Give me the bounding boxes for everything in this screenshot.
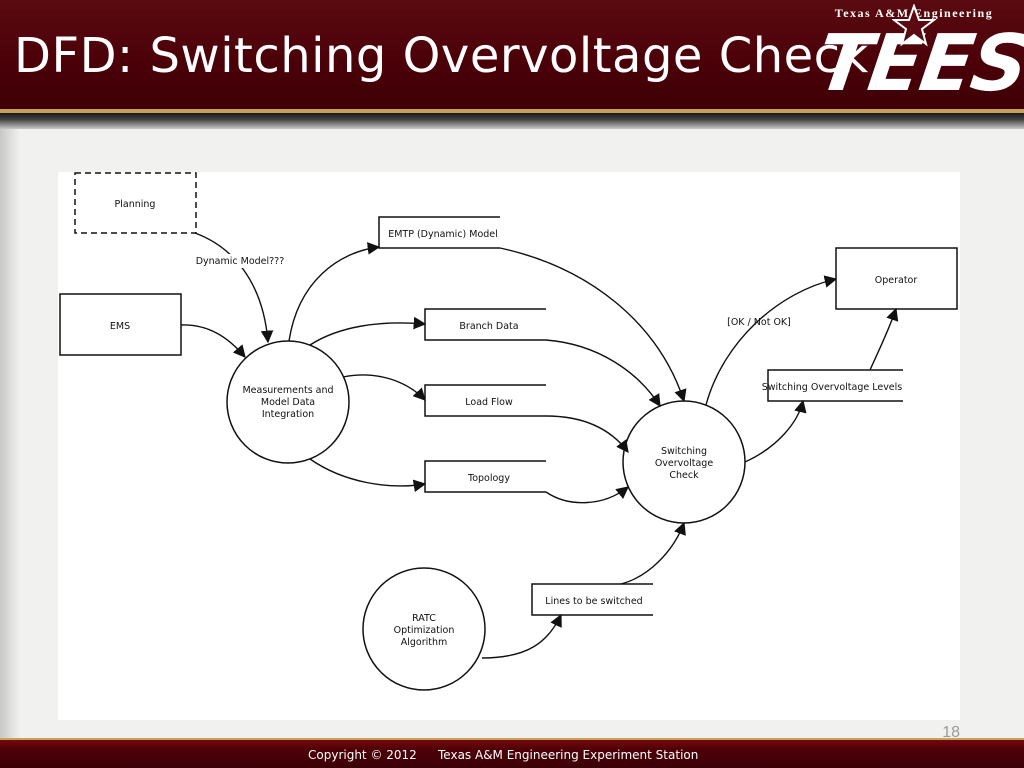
flow-levels-operator <box>869 307 899 371</box>
flow-integration-loadflow <box>342 374 426 401</box>
slide-edge <box>0 129 20 738</box>
flow-integration-topology <box>309 458 427 493</box>
dfd-svg: Planning EMS Operator Measurements and M… <box>59 172 958 691</box>
loadflow-store: Load Flow <box>424 384 546 417</box>
flow-switching-operator <box>705 275 838 406</box>
switching-check-process: Switching Overvoltage Check <box>622 400 746 524</box>
flow-ratc-lines <box>481 613 562 659</box>
star-icon <box>892 4 936 47</box>
page-number: 18 <box>942 724 960 741</box>
ok-not-ok-label: [OK / Not OK] <box>727 317 791 328</box>
lines-label: Lines to be switched <box>545 596 642 607</box>
ratc-label-2: Optimization <box>394 625 455 636</box>
flow-switching-levels <box>744 399 807 463</box>
planning-label: Planning <box>115 199 156 210</box>
branch-store: Branch Data <box>424 308 546 341</box>
title-shadow-band <box>0 113 1024 129</box>
integration-label-3: Integration <box>262 409 314 420</box>
integration-label-2: Model Data <box>261 397 315 408</box>
flow-emtp-switching <box>499 247 687 403</box>
emtp-store: EMTP (Dynamic) Model <box>378 216 500 249</box>
footer-divider <box>0 738 1024 740</box>
dynamic-model-label-bg <box>196 254 284 268</box>
topology-store: Topology <box>424 460 546 493</box>
organization-text: Texas A&M Engineering Experiment Station <box>438 748 699 762</box>
flow-integration-branch <box>309 316 427 346</box>
planning-entity: Planning <box>74 172 197 234</box>
integration-label-1: Measurements and <box>242 385 333 396</box>
data-flows <box>180 232 899 659</box>
title-divider <box>0 109 1024 113</box>
switching-label-2: Overvoltage <box>655 458 714 469</box>
topology-label: Topology <box>467 473 510 484</box>
operator-entity: Operator <box>835 247 958 310</box>
lines-store: Lines to be switched <box>531 583 653 616</box>
levels-store: Switching Overvoltage Levels <box>762 369 903 402</box>
slide-title: DFD: Switching Overvoltage Check <box>14 28 869 84</box>
flow-planning-integration <box>194 232 274 344</box>
title-bar: DFD: Switching Overvoltage Check Texas A… <box>0 0 1024 113</box>
ratc-label-1: RATC <box>412 613 436 624</box>
integration-process: Measurements and Model Data Integration <box>226 340 350 464</box>
flow-integration-emtp <box>288 242 381 342</box>
ratc-process: RATC Optimization Algorithm <box>362 567 486 691</box>
emtp-label: EMTP (Dynamic) Model <box>388 229 498 240</box>
switching-label-3: Check <box>669 470 699 481</box>
flow-branch-switching <box>545 339 661 408</box>
tees-logo: Texas A&M Engineering TEES <box>812 0 1024 110</box>
ratc-label-3: Algorithm <box>401 637 448 648</box>
flow-ems-integration <box>180 324 246 358</box>
flow-loadflow-switching <box>545 415 629 454</box>
ems-entity: EMS <box>59 293 182 356</box>
dfd-diagram: Planning EMS Operator Measurements and M… <box>58 172 960 720</box>
flow-lines-switching <box>620 521 686 585</box>
levels-label: Switching Overvoltage Levels <box>762 382 903 393</box>
ems-label: EMS <box>110 321 130 332</box>
flow-topology-switching <box>545 486 629 504</box>
operator-label: Operator <box>875 275 918 286</box>
copyright-text: Copyright © 2012 <box>308 748 417 762</box>
dynamic-model-label: Dynamic Model??? <box>196 256 285 267</box>
branch-label: Branch Data <box>459 321 518 332</box>
loadflow-label: Load Flow <box>465 397 513 408</box>
switching-label-1: Switching <box>661 446 707 457</box>
footer-bar: Copyright © 2012 Texas A&M Engineering E… <box>0 738 1024 768</box>
